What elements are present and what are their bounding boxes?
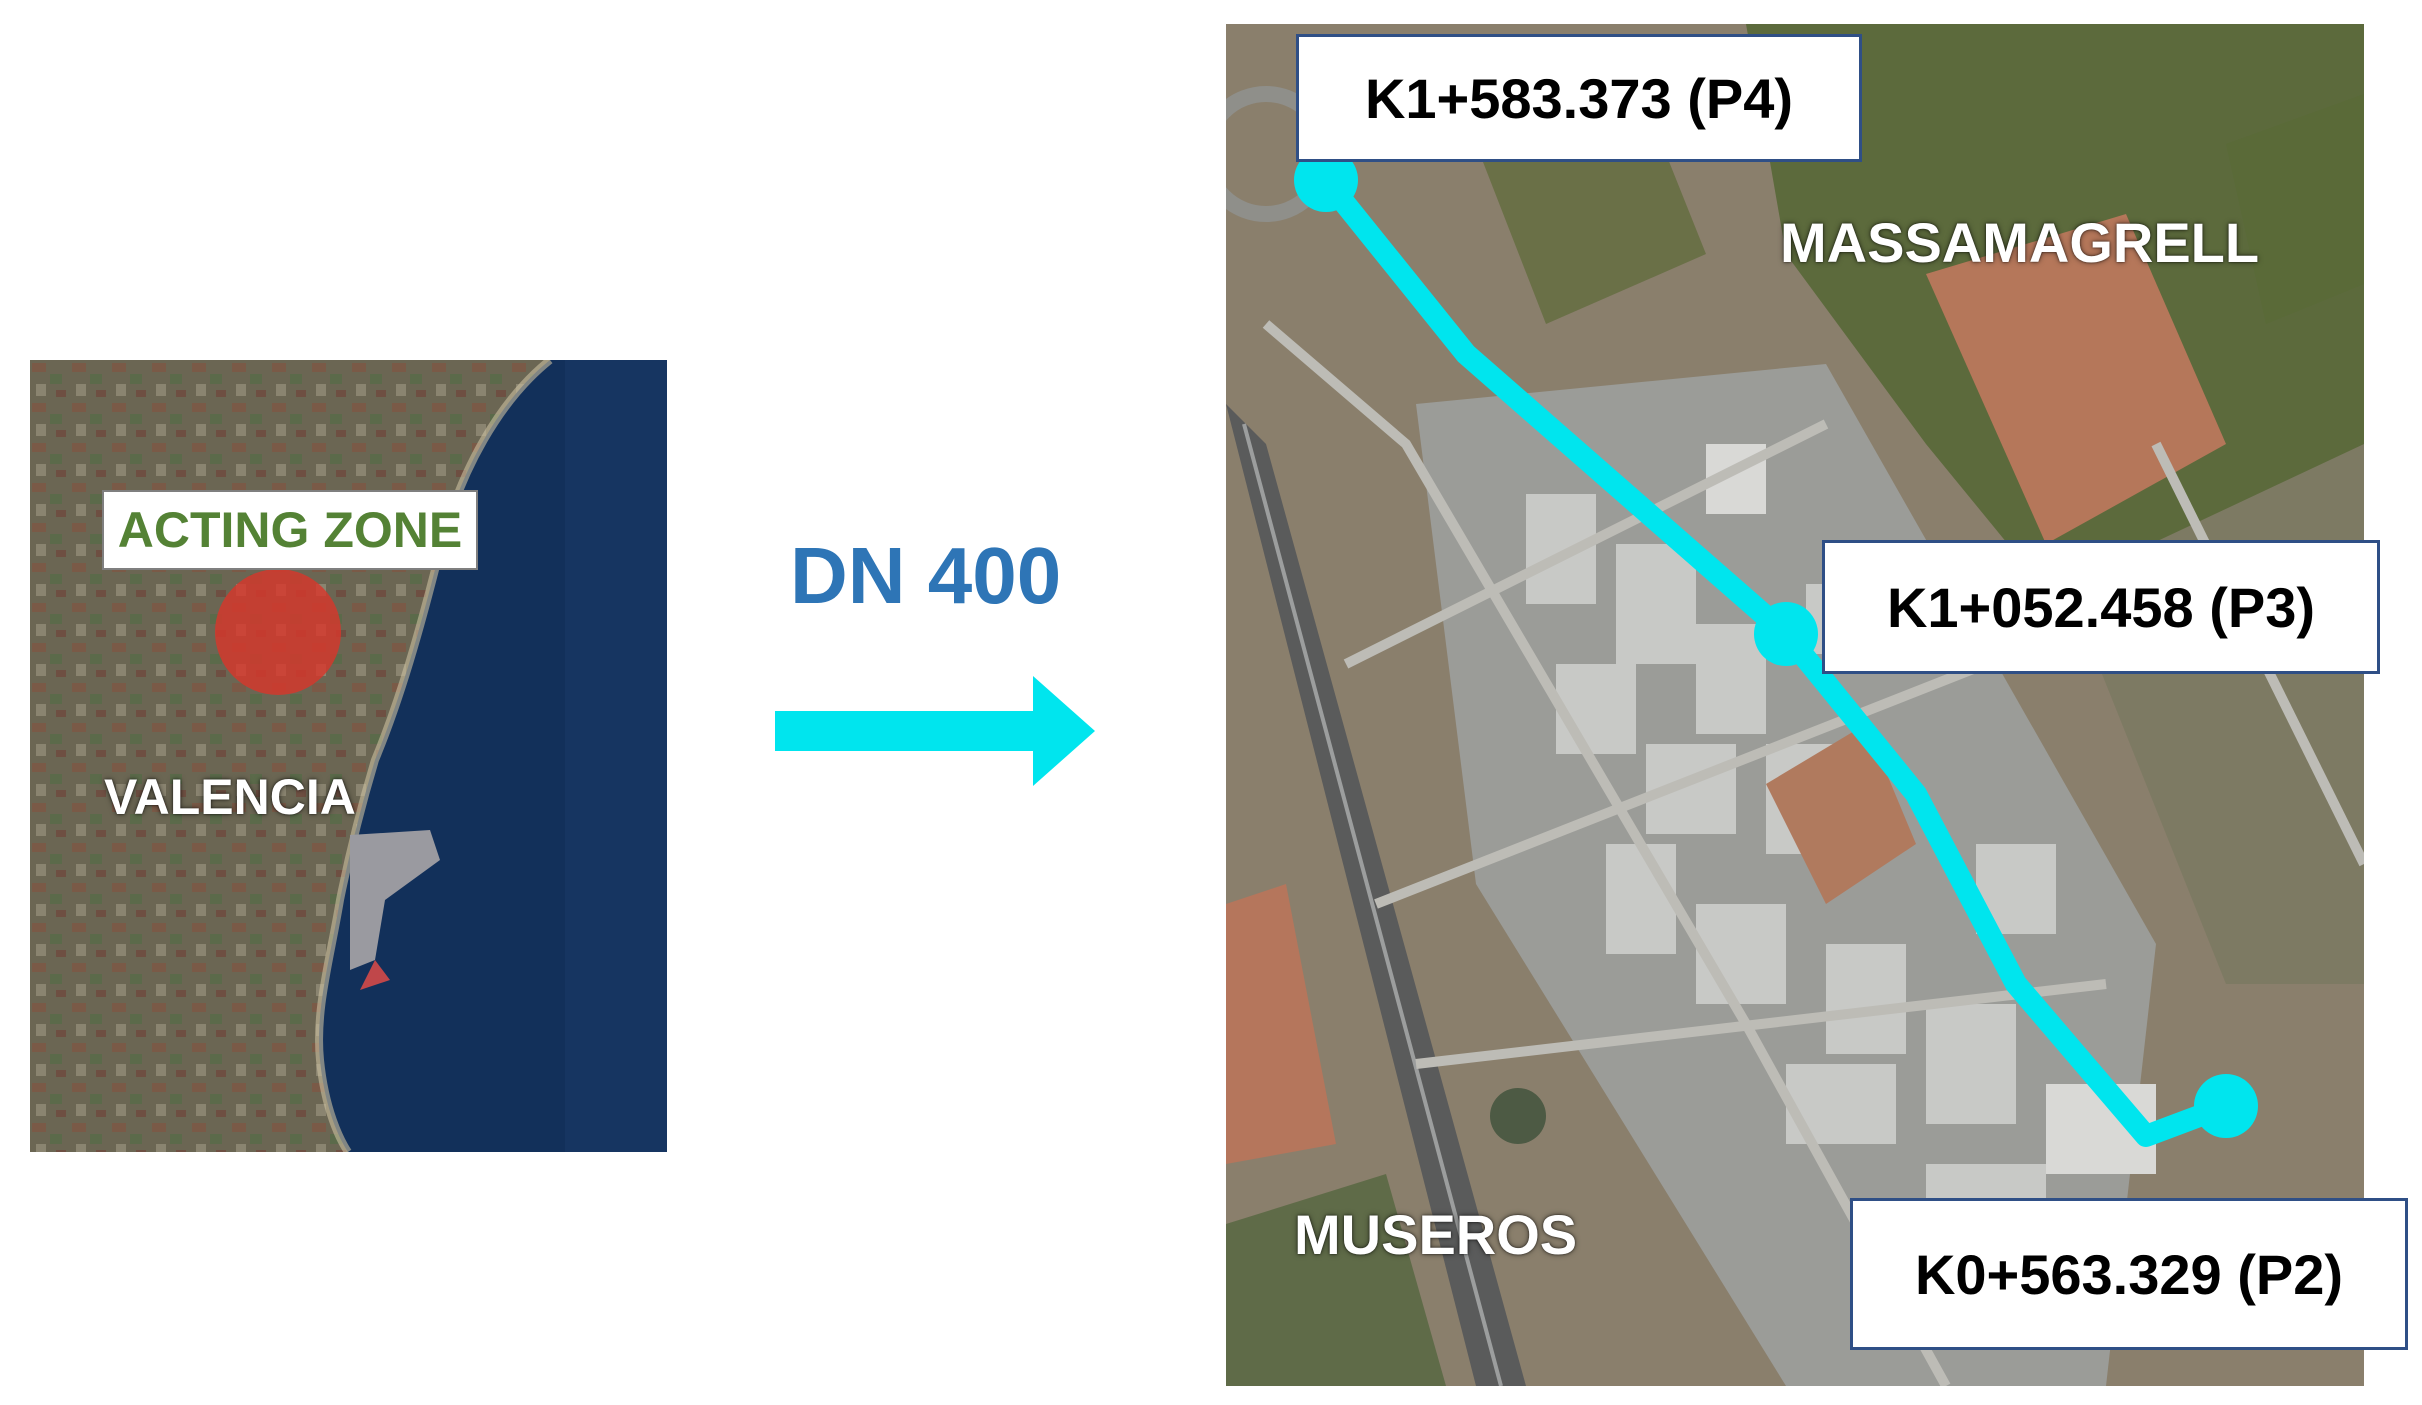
valencia-label: VALENCIA bbox=[104, 769, 356, 825]
highway bbox=[1226, 404, 1526, 1386]
acting-zone-circle bbox=[215, 569, 341, 695]
massamagrell-label: MASSAMAGRELL bbox=[1780, 211, 2260, 274]
right-arrow-icon bbox=[775, 676, 1095, 786]
track-field bbox=[1766, 724, 1916, 904]
pipe-diameter-label: DN 400 bbox=[790, 531, 1062, 620]
callout-p3: K1+052.458 (P3) bbox=[1822, 540, 2380, 674]
callout-p4: K1+583.373 (P4) bbox=[1296, 34, 1862, 162]
pipeline-route bbox=[1315, 169, 2237, 1147]
museros-label: MUSEROS bbox=[1294, 1203, 1578, 1266]
point-p2-marker bbox=[2194, 1074, 2258, 1138]
point-p4-marker bbox=[1294, 148, 1358, 212]
overview-map bbox=[30, 360, 667, 1152]
port bbox=[350, 830, 440, 970]
point-p3-marker bbox=[1754, 602, 1818, 666]
acting-zone-label: ACTING ZONE bbox=[102, 490, 478, 570]
callout-p2: K0+563.329 (P2) bbox=[1850, 1198, 2408, 1350]
roundabout-small bbox=[1490, 1088, 1546, 1144]
